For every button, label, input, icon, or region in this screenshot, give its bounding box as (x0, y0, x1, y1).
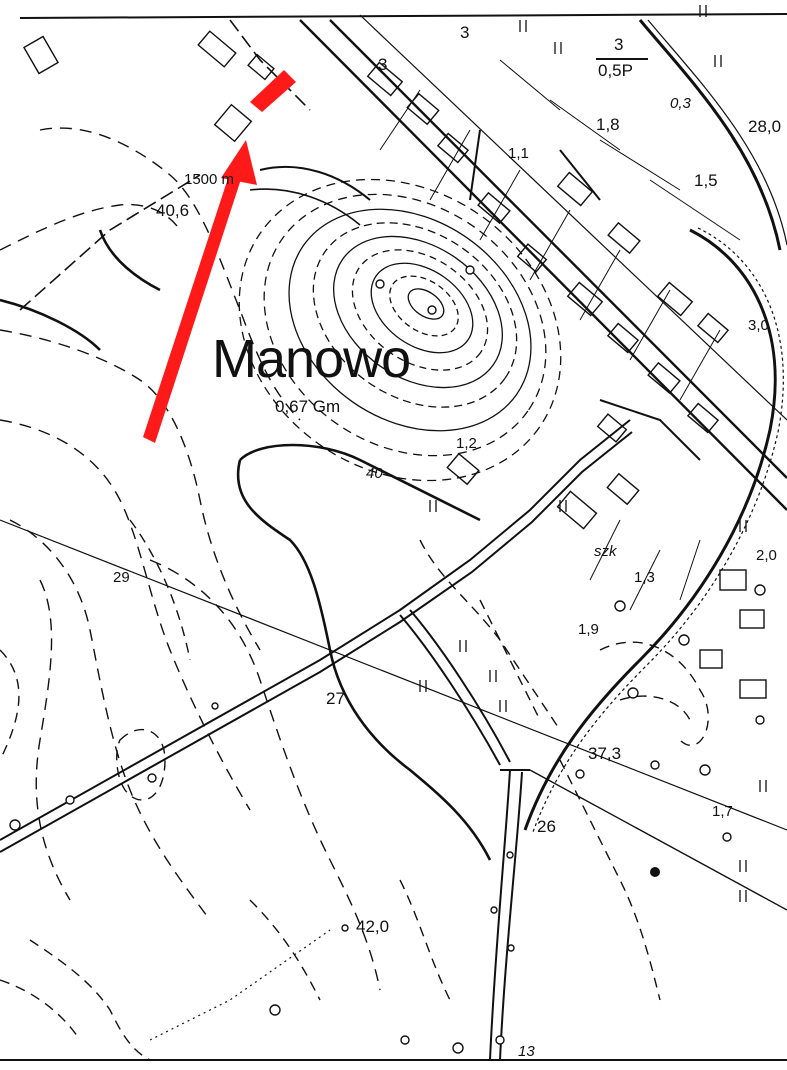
label-2-0: 2,0 (756, 547, 777, 564)
village-buildings (23, 30, 767, 699)
contour-label-29: 29 (113, 569, 130, 586)
parcel-lines (379, 59, 741, 611)
fraction-bar (596, 58, 648, 60)
fraction-denominator: 0,5P (598, 61, 633, 80)
meadow-symbols (419, 5, 767, 902)
red-arrow-marker (143, 70, 296, 443)
main-road (299, 14, 787, 511)
fraction-numerator: 3 (614, 35, 624, 54)
label-1-5: 1,5 (694, 171, 718, 190)
label-1-3: 1,3 (634, 569, 655, 586)
label-3b: 3 (378, 55, 388, 74)
height-label-42-0: 42,0 (356, 917, 390, 936)
hill-contours (238, 165, 562, 482)
label-1-8: 1,8 (596, 115, 620, 134)
place-name-label: Manowo (212, 329, 411, 389)
label-1500m: 1500 m (184, 171, 235, 188)
contour-label-40: 40 (366, 465, 383, 482)
label-1-2: 1,2 (456, 435, 477, 452)
label-1-9: 1,9 (578, 621, 599, 638)
label-28-0: 28,0 (748, 117, 782, 136)
label-40-6: 40,6 (156, 201, 190, 220)
map-frame (0, 13, 787, 1061)
label-3a: 3 (460, 23, 470, 42)
label-3-0: 3,0 (748, 317, 769, 334)
boundary-line (19, 19, 311, 311)
height-label-37-3: 37,3 (588, 744, 622, 763)
label-1-7: 1,7 (712, 803, 733, 820)
label-0-3: 0,3 (670, 95, 691, 112)
contour-label-26: 26 (537, 817, 556, 836)
village-roads (0, 129, 787, 1061)
filled-point (650, 867, 660, 877)
point-symbols (9, 265, 766, 1054)
contour-label-13: 13 (518, 1043, 535, 1060)
railway-line (523, 19, 787, 833)
contour-label-27: 27 (326, 689, 345, 708)
place-detail-label: 0,67 Gm (275, 397, 341, 416)
label-szk: szk (594, 543, 617, 560)
label-1-1: 1,1 (508, 145, 529, 162)
